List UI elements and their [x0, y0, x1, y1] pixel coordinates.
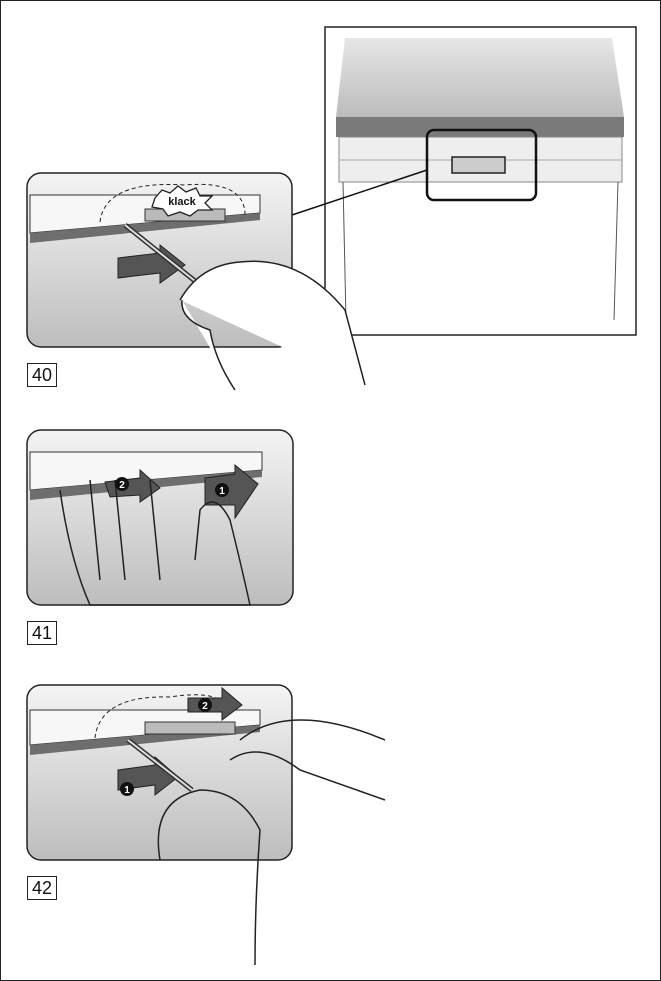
klack-label: klack [168, 196, 196, 208]
step-marker-2: 2 [202, 701, 208, 712]
step-marker-1: 1 [124, 785, 130, 796]
figure-40-illustration [26, 172, 366, 391]
klack-burst [151, 185, 214, 217]
appliance-overview [291, 26, 637, 336]
figure-41-step-markers: 2 1 [115, 477, 229, 497]
figure-number-41: 41 [27, 621, 57, 645]
figure-number-40: 40 [27, 363, 57, 387]
step-marker-2: 2 [119, 480, 125, 491]
figure-42-illustration [26, 684, 386, 966]
figure-number-42: 42 [27, 876, 57, 900]
figure-41-illustration [26, 429, 294, 606]
step-marker-1: 1 [219, 486, 225, 497]
figure-42-step-markers: 2 1 [120, 698, 212, 796]
